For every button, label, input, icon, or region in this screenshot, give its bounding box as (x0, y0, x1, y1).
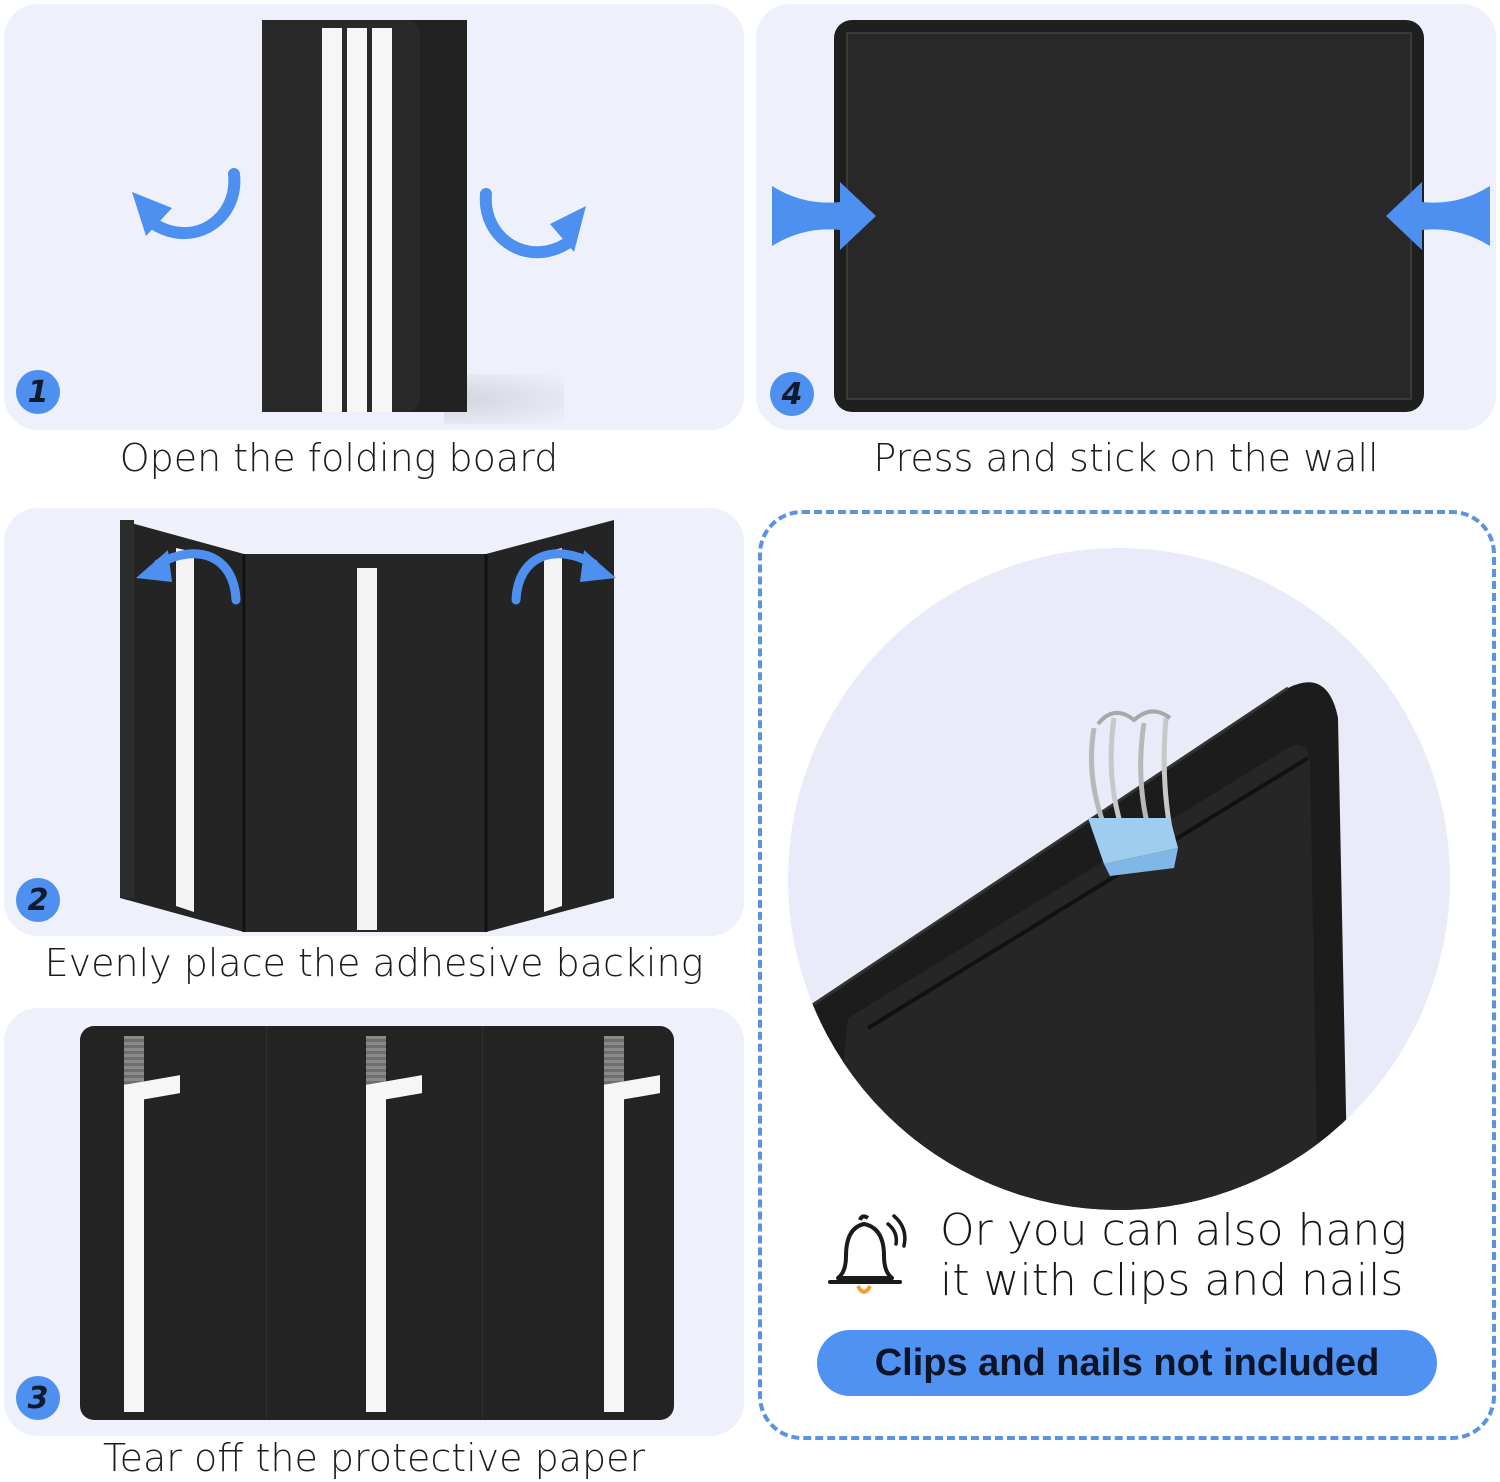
adhesive-strip (372, 28, 392, 412)
alternative-line-2: it with clips and nails (940, 1255, 1404, 1306)
closeup-circle (788, 548, 1450, 1210)
step-3-caption: Tear off the protective paper (102, 1436, 646, 1480)
not-included-note: Clips and nails not included (817, 1330, 1437, 1396)
fold-line (266, 1026, 267, 1420)
adhesive-strip (366, 1094, 386, 1412)
press-arrow-icon (772, 182, 876, 250)
board-closeup (788, 682, 1348, 1210)
trifold-board (120, 520, 614, 932)
curved-arrow-icon (132, 168, 241, 240)
adhesive-strip (322, 28, 342, 412)
fold-line (482, 1026, 483, 1420)
adhesive-strip (604, 1094, 624, 1412)
protective-paper (124, 1036, 144, 1094)
adhesive-strip (347, 28, 367, 412)
step-3-badge: 3 (16, 1376, 60, 1420)
curved-arrow-icon (479, 188, 586, 259)
curved-arrow-icon (511, 549, 616, 605)
step-3-panel: 3 (4, 1008, 744, 1436)
curved-arrow-icon (136, 549, 241, 605)
binder-clip-icon (1088, 709, 1178, 876)
alternative-text: Or you can also hang it with clips and n… (940, 1206, 1407, 1306)
step-1-caption: Open the folding board (119, 436, 559, 480)
adhesive-strip (124, 1094, 144, 1412)
press-arrow-icon (1386, 182, 1490, 250)
alternative-box (758, 510, 1496, 1440)
alternative-line-1: Or you can also hang (940, 1205, 1407, 1256)
mounted-board-surface (846, 32, 1412, 400)
step-2-panel: 2 (4, 508, 744, 936)
step-2-caption: Evenly place the adhesive backing (44, 941, 704, 985)
step-1-panel: 1 (4, 4, 744, 430)
protective-paper (366, 1036, 386, 1094)
protective-paper (604, 1036, 624, 1094)
step-4-panel: 4 (756, 4, 1496, 430)
step-1-badge: 1 (16, 370, 60, 414)
bell-icon (828, 1214, 907, 1294)
step-2-badge: 2 (16, 878, 60, 922)
step-4-caption: Press and stick on the wall (873, 436, 1379, 480)
step-4-badge: 4 (770, 372, 814, 416)
